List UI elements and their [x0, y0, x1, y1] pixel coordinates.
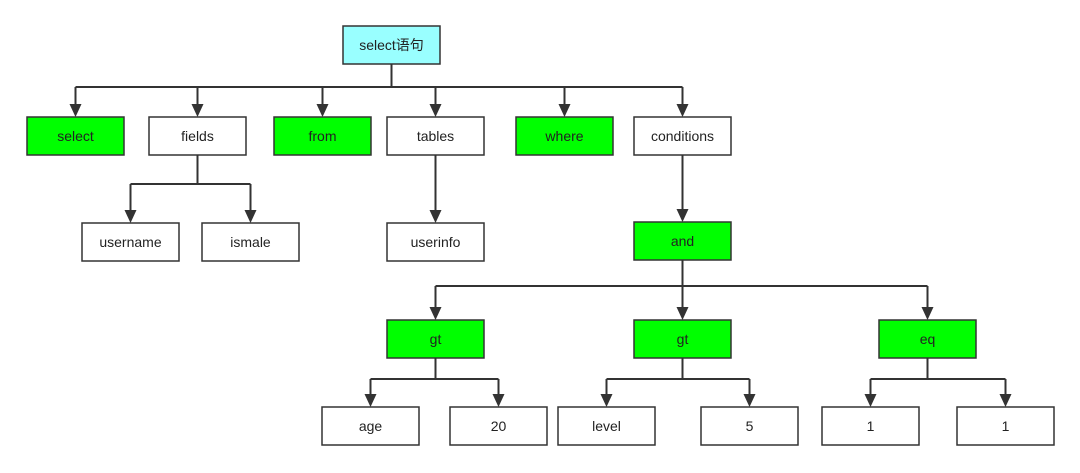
- node-userinfo: userinfo: [386, 222, 485, 262]
- node-box: [557, 406, 656, 446]
- node-box: [148, 116, 247, 156]
- arrow-head-conditions: [676, 104, 689, 117]
- arrow-head-age: [364, 394, 377, 407]
- node-one2: 1: [956, 406, 1055, 446]
- node-box: [273, 116, 372, 156]
- node-conditions: conditions: [633, 116, 732, 156]
- node-username: username: [81, 222, 180, 262]
- arrow-head-gt1: [429, 307, 442, 320]
- edge-group-root: [69, 64, 689, 117]
- node-label: conditions: [651, 128, 714, 144]
- node-box: [633, 221, 732, 261]
- node-age: age: [321, 406, 420, 446]
- node-label: where: [544, 128, 583, 144]
- node-select: select: [26, 116, 125, 156]
- arrow-head-one2: [999, 394, 1012, 407]
- node-level: level: [557, 406, 656, 446]
- node-eq: eq: [878, 319, 977, 359]
- node-from: from: [273, 116, 372, 156]
- node-label: 1: [1002, 418, 1010, 434]
- arrow-head-level: [600, 394, 613, 407]
- node-box: [821, 406, 920, 446]
- node-label: and: [671, 233, 694, 249]
- edge-group-tables: [429, 155, 442, 223]
- node-box: [321, 406, 420, 446]
- node-n5: 5: [700, 406, 799, 446]
- edge-group-gt1: [364, 358, 505, 407]
- node-where: where: [515, 116, 614, 156]
- node-label: eq: [920, 331, 936, 347]
- arrow-head-eq: [921, 307, 934, 320]
- node-box: [633, 116, 732, 156]
- arrow-head-one1: [864, 394, 877, 407]
- node-label: tables: [417, 128, 454, 144]
- edge-group-gt2: [600, 358, 756, 407]
- edges-layer: [69, 64, 1012, 407]
- nodes-layer: select语句 select fields from tables where condi…: [26, 25, 1055, 446]
- node-one1: 1: [821, 406, 920, 446]
- edge-group-eq: [864, 358, 1012, 407]
- node-tables: tables: [386, 116, 485, 156]
- node-box: [878, 319, 977, 359]
- node-label: userinfo: [411, 234, 461, 250]
- edge-group-conditions: [676, 155, 689, 222]
- node-box: [26, 116, 125, 156]
- node-label: gt: [677, 331, 689, 347]
- arrow-head-select: [69, 104, 82, 117]
- node-label: 5: [746, 418, 754, 434]
- node-box: [342, 25, 441, 65]
- node-label: 20: [491, 418, 507, 434]
- node-label: level: [592, 418, 621, 434]
- node-ismale: ismale: [201, 222, 300, 262]
- node-box: [956, 406, 1055, 446]
- node-and: and: [633, 221, 732, 261]
- node-box: [386, 116, 485, 156]
- edge-group-fields: [124, 155, 257, 223]
- node-label: ismale: [230, 234, 271, 250]
- node-box: [386, 319, 485, 359]
- arrow-head-username: [124, 210, 137, 223]
- arrow-head-userinfo: [429, 210, 442, 223]
- node-label: age: [359, 418, 383, 434]
- arrow-head-gt2: [676, 307, 689, 320]
- node-box: [515, 116, 614, 156]
- node-box: [449, 406, 548, 446]
- node-box: [81, 222, 180, 262]
- node-fields: fields: [148, 116, 247, 156]
- arrow-head-ismale: [244, 210, 257, 223]
- arrow-head-tables: [429, 104, 442, 117]
- node-label: fields: [181, 128, 214, 144]
- arrow-head-from: [316, 104, 329, 117]
- node-gt1: gt: [386, 319, 485, 359]
- node-label: 1: [867, 418, 875, 434]
- arrow-head-and: [676, 209, 689, 222]
- node-label: username: [99, 234, 161, 250]
- node-box: [386, 222, 485, 262]
- arrow-head-n5: [743, 394, 756, 407]
- node-root: select语句: [342, 25, 441, 65]
- node-box: [700, 406, 799, 446]
- node-gt2: gt: [633, 319, 732, 359]
- node-box: [633, 319, 732, 359]
- node-label: select语句: [359, 37, 424, 53]
- edge-group-and: [429, 260, 934, 320]
- node-label: from: [309, 128, 337, 144]
- arrow-head-fields: [191, 104, 204, 117]
- arrow-head-n20: [492, 394, 505, 407]
- node-label: select: [57, 128, 94, 144]
- node-label: gt: [430, 331, 442, 347]
- node-n20: 20: [449, 406, 548, 446]
- arrow-head-where: [558, 104, 571, 117]
- node-box: [201, 222, 300, 262]
